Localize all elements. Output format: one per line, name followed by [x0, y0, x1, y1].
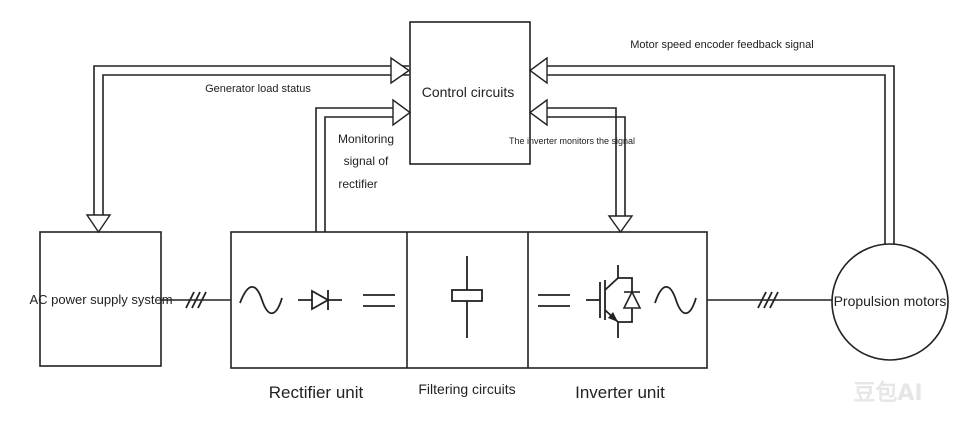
dc-equals-icon	[363, 294, 395, 307]
propulsion-motor-circle	[831, 243, 949, 361]
rectifier-monitor-label-2: signal of	[344, 154, 389, 168]
ac-power-supply-box	[39, 231, 162, 367]
control-circuits-box	[409, 21, 531, 165]
rectifier-unit-label: Rectifier unit	[269, 383, 364, 402]
generator-load-arrow	[85, 56, 411, 234]
motor-feedback-label: Motor speed encoder feedback signal	[630, 39, 813, 51]
rectifier-monitor-arrow	[315, 98, 412, 232]
motor-feedback-arrow	[528, 56, 895, 244]
capacitor-icon	[451, 256, 483, 338]
rectifier-monitor-label-3: rectifier	[338, 177, 377, 191]
ac-sine-icon	[239, 285, 283, 315]
generator-load-label: Generator load status	[205, 83, 311, 95]
inverter-monitor-label: The inverter monitors the signal	[509, 136, 635, 146]
propulsion-motor-label: Propulsion motors	[834, 293, 947, 309]
watermark: 豆包AI	[853, 380, 922, 406]
inverter-unit-label: Inverter unit	[575, 383, 665, 402]
inverter-to-motor-line	[707, 291, 832, 309]
filtering-circuits-label: Filtering circuits	[418, 381, 515, 397]
ac-power-supply-label: AC power supply system	[29, 292, 172, 307]
inverter-monitor-arrow	[528, 98, 634, 234]
igbt-icon	[586, 265, 642, 338]
control-circuits-label: Control circuits	[422, 84, 515, 100]
dc-equals-icon-inverter	[538, 294, 570, 307]
ac-sine-icon-output	[654, 285, 697, 315]
diode-icon	[298, 289, 342, 311]
rectifier-monitor-label-1: Monitoring	[338, 132, 394, 146]
ac-to-rectifier-line	[161, 291, 231, 309]
